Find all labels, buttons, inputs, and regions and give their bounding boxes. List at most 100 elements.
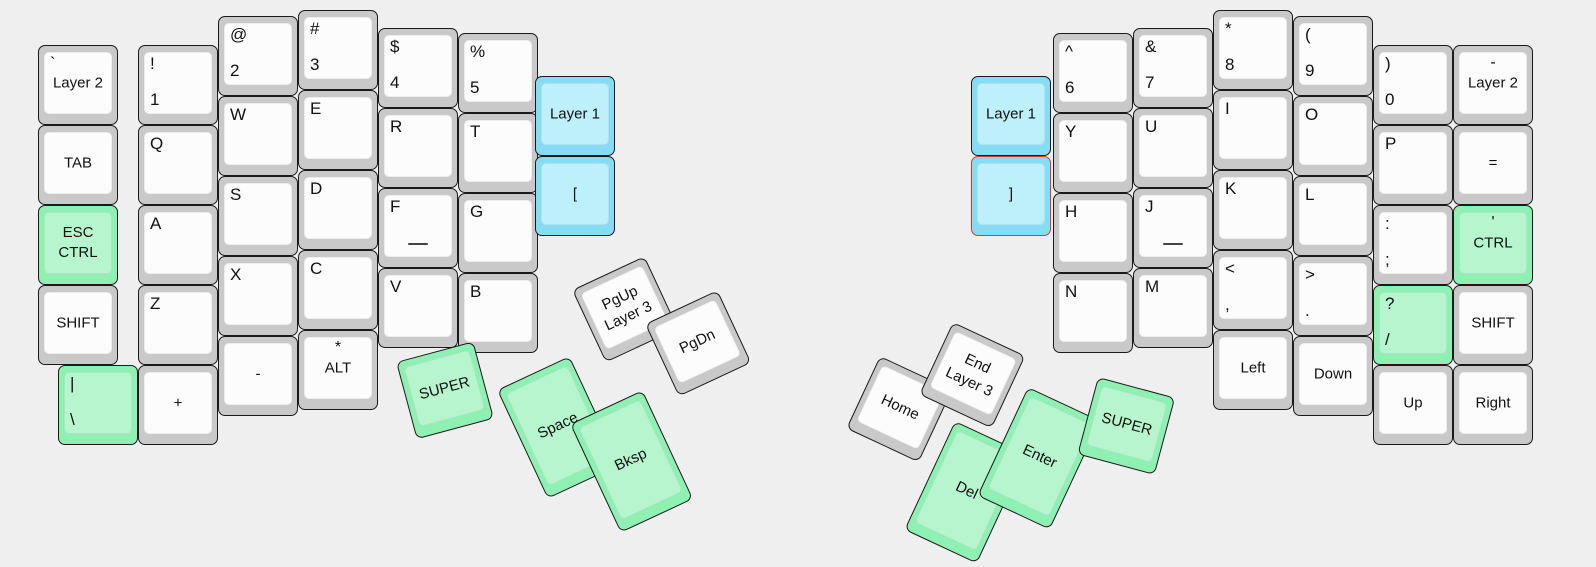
key-bracket-right[interactable]: ] (971, 156, 1051, 236)
legend-top-left: # (310, 19, 320, 38)
key-d[interactable]: D (298, 170, 378, 250)
legend-center: PgDn (676, 325, 718, 358)
key-tab[interactable]: TAB (38, 125, 118, 205)
key-3-hash[interactable]: #3 (298, 10, 378, 90)
key-semicolon[interactable]: :; (1373, 205, 1453, 285)
legend-top-left: F (390, 197, 401, 216)
legend-bottom-left: 5 (470, 78, 480, 97)
key-s[interactable]: S (218, 176, 298, 256)
legend-top-left: > (1305, 265, 1315, 284)
key-w[interactable]: W (218, 96, 298, 176)
key-f[interactable]: F (378, 188, 458, 268)
key-v[interactable]: V (378, 268, 458, 348)
key-8-star[interactable]: *8 (1213, 10, 1293, 90)
key-pipe-backslash[interactable]: |\ (58, 365, 138, 445)
key-minus-layer2[interactable]: -Layer 2 (1453, 45, 1533, 125)
key-n[interactable]: N (1053, 273, 1133, 353)
legend-top-left: U (1145, 117, 1158, 136)
legend-top-left: I (1225, 99, 1230, 118)
keycap-top: + (144, 372, 212, 434)
key-1-exclaim[interactable]: !1 (138, 45, 218, 125)
legend-center: SHIFT (1471, 314, 1515, 332)
legend-center: Right (1475, 394, 1511, 412)
key-period[interactable]: >. (1293, 256, 1373, 336)
legend-top-left: O (1305, 105, 1319, 124)
legend-top-left: P (1385, 134, 1397, 153)
keycap-top: Y (1059, 120, 1127, 182)
key-super-right[interactable]: SUPER (1077, 377, 1176, 475)
keycap-top: P (1379, 132, 1447, 194)
legend-center: Bksp (612, 444, 650, 475)
key-comma[interactable]: <, (1213, 250, 1293, 330)
key-u[interactable]: U (1133, 108, 1213, 188)
key-9-paren[interactable]: (9 (1293, 16, 1373, 96)
key-g[interactable]: G (458, 193, 538, 273)
key-plus[interactable]: + (138, 365, 218, 445)
keycap-top: SUPER (1085, 385, 1168, 463)
key-4-dollar[interactable]: $4 (378, 28, 458, 108)
key-t[interactable]: T (458, 113, 538, 193)
key-h[interactable]: H (1053, 193, 1133, 273)
keycap-top: $4 (384, 35, 452, 97)
key-5-percent[interactable]: %5 (458, 33, 538, 113)
keycap-top: E (304, 97, 372, 159)
key-shift[interactable]: SHIFT (38, 285, 118, 365)
key-y[interactable]: Y (1053, 113, 1133, 193)
key-layer1-right[interactable]: Layer 1 (971, 76, 1051, 156)
key-super-left[interactable]: SUPER (396, 341, 494, 440)
legend-center: Down (1313, 365, 1353, 383)
key-7-amp[interactable]: &7 (1133, 28, 1213, 108)
legend-top-center: * (334, 339, 342, 356)
legend-bottom-left: 6 (1065, 78, 1075, 97)
key-p[interactable]: P (1373, 125, 1453, 205)
keycap-top: -Layer 2 (1459, 52, 1527, 114)
key-alt[interactable]: *ALT (298, 330, 378, 410)
key-m[interactable]: M (1133, 268, 1213, 348)
key-k[interactable]: K (1213, 170, 1293, 250)
key-r[interactable]: R (378, 108, 458, 188)
key-down[interactable]: Down (1293, 336, 1373, 416)
key-right[interactable]: Right (1453, 365, 1533, 445)
keycap-top: F (384, 195, 452, 257)
legend-bottom-left: / (1385, 330, 1390, 349)
key-c[interactable]: C (298, 250, 378, 330)
legend-top-left: ` (50, 54, 56, 73)
key-0-paren[interactable]: )0 (1373, 45, 1453, 125)
legend-top-left: X (230, 265, 242, 284)
key-j[interactable]: J (1133, 188, 1213, 268)
key-left[interactable]: Left (1213, 330, 1293, 410)
key-minus[interactable]: - (218, 336, 298, 416)
key-a[interactable]: A (138, 205, 218, 285)
key-6-caret[interactable]: ^6 (1053, 33, 1133, 113)
key-layer1-left[interactable]: Layer 1 (535, 76, 615, 156)
key-b[interactable]: B (458, 273, 538, 353)
key-up[interactable]: Up (1373, 365, 1453, 445)
keycap-top: Enter (987, 395, 1093, 518)
keycap-top: TAB (44, 132, 112, 194)
legend-top-left: % (470, 42, 486, 61)
legend-top-left: @ (230, 25, 248, 44)
key-o[interactable]: O (1293, 96, 1373, 176)
key-quote-ctrl[interactable]: 'CTRL (1453, 205, 1533, 285)
key-q[interactable]: Q (138, 125, 218, 205)
key-2-at[interactable]: @2 (218, 16, 298, 96)
key-l[interactable]: L (1293, 176, 1373, 256)
key-equal[interactable]: = (1453, 125, 1533, 205)
legend-top-center: ' (1491, 214, 1495, 231)
legend-top-left: ) (1385, 54, 1391, 73)
legend-center: SUPER (417, 373, 472, 404)
key-i[interactable]: I (1213, 90, 1293, 170)
key-e[interactable]: E (298, 90, 378, 170)
key-x[interactable]: X (218, 256, 298, 336)
key-z[interactable]: Z (138, 285, 218, 365)
keycap-top: C (304, 257, 372, 319)
key-shift-right[interactable]: SHIFT (1453, 285, 1533, 365)
legend-top-left: E (310, 99, 322, 118)
key-slash[interactable]: ?/ (1373, 285, 1453, 365)
key-bracket-left[interactable]: [ (535, 156, 615, 236)
keycap-top: B (464, 280, 532, 342)
keycap-top: %5 (464, 40, 532, 102)
key-grave-layer2[interactable]: `Layer 2 (38, 45, 118, 125)
